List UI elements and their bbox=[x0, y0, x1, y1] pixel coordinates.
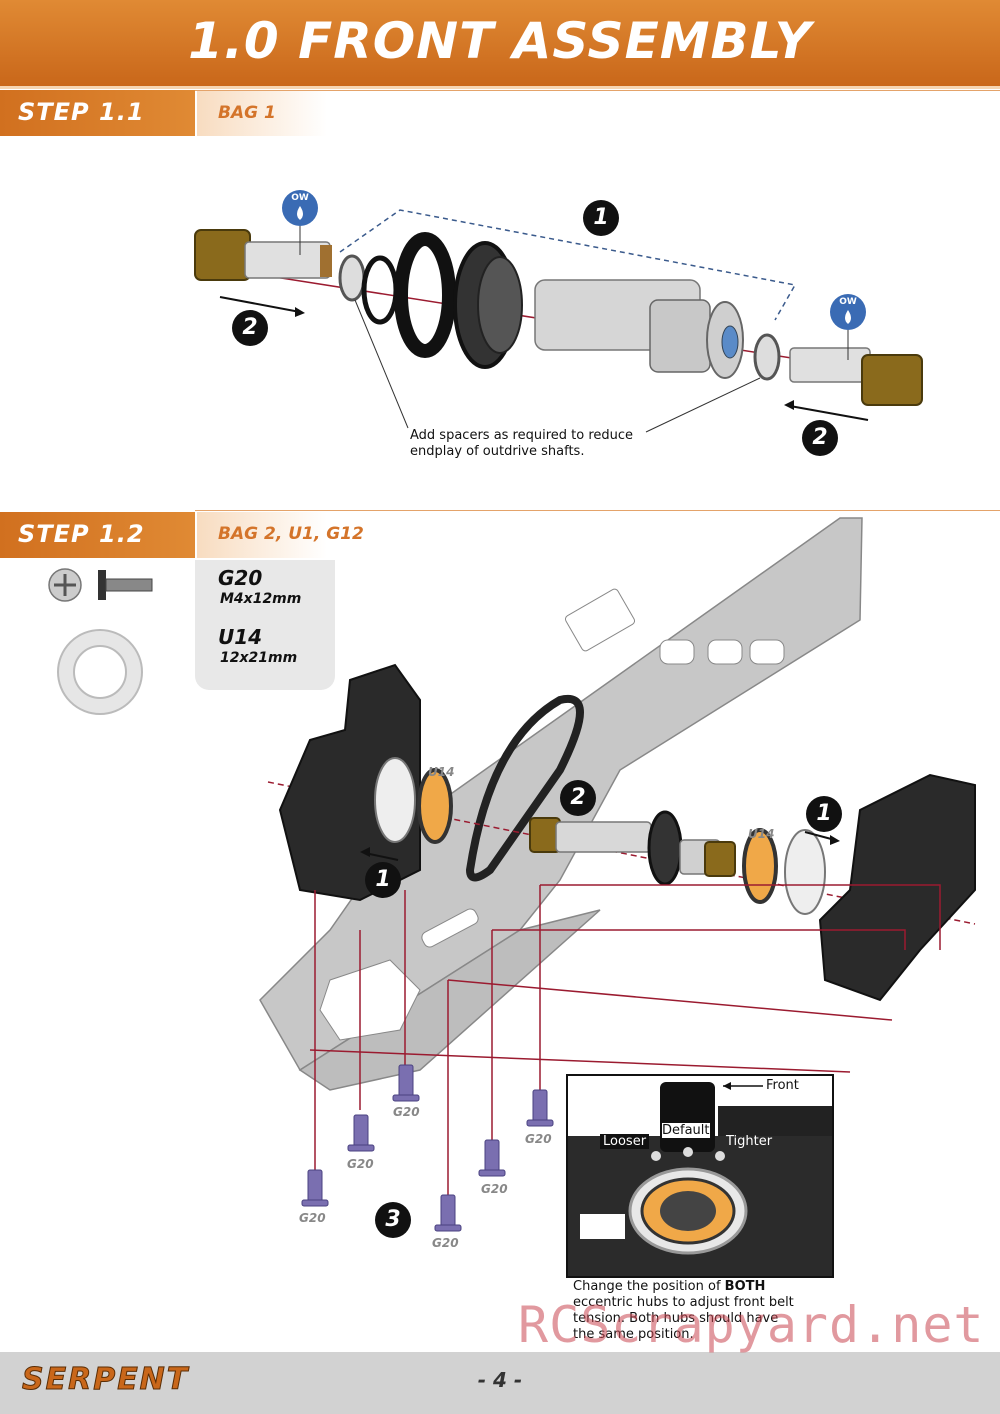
left-shim bbox=[338, 254, 366, 302]
left-outdrive bbox=[194, 229, 332, 281]
parts-icons bbox=[48, 568, 153, 715]
screw-label: G20 bbox=[347, 1157, 374, 1171]
arrow-head-icon bbox=[784, 400, 794, 410]
callout-3: 3 bbox=[375, 1202, 411, 1238]
default-label: Default bbox=[662, 1123, 710, 1138]
page-number: - 4 - bbox=[477, 1368, 523, 1392]
right-outdrive bbox=[789, 347, 923, 406]
oil-label: OW bbox=[839, 297, 857, 307]
step-1-1-diagram bbox=[194, 190, 923, 433]
bag-2-bar bbox=[197, 512, 327, 558]
part-size-u14: 12x21mm bbox=[220, 650, 298, 666]
oil-drop-icon bbox=[282, 190, 318, 255]
step-1-2-label: STEP 1.2 bbox=[18, 520, 145, 548]
tighter-label: Tighter bbox=[726, 1134, 773, 1149]
part-code-g20: G20 bbox=[218, 566, 263, 590]
screw-label: G20 bbox=[481, 1182, 508, 1196]
arrow-icon bbox=[219, 296, 301, 313]
screw-g20 bbox=[301, 1064, 554, 1232]
eccentric-note: Change the position of BOTH eccentric hu… bbox=[573, 1279, 794, 1342]
screw-side-icon bbox=[98, 570, 153, 600]
step-1-1-bar bbox=[0, 90, 195, 136]
bearing-label: U14 bbox=[428, 765, 455, 779]
oil-label: OW bbox=[291, 193, 309, 203]
arrow-icon bbox=[789, 405, 869, 421]
step-1-2-diagram bbox=[259, 517, 976, 1232]
front-label: Front bbox=[766, 1078, 799, 1093]
screw-label: G20 bbox=[432, 1236, 459, 1250]
oil-drop-icon bbox=[830, 294, 866, 360]
leader-line bbox=[354, 299, 409, 429]
screw-label: G20 bbox=[525, 1132, 552, 1146]
part-code-u14: U14 bbox=[218, 625, 263, 649]
o-ring bbox=[361, 255, 399, 325]
eccentric-inset: Front Looser Default Tighter bbox=[566, 1074, 834, 1278]
front-axle bbox=[534, 279, 744, 379]
callout-1: 1 bbox=[583, 200, 619, 236]
parts-spec-box bbox=[195, 560, 335, 690]
looser-label: Looser bbox=[600, 1134, 650, 1149]
brand-logo: SERPENT bbox=[21, 1362, 190, 1398]
part-size-g20: M4x12mm bbox=[220, 591, 302, 607]
bag-2-label: BAG 2, U1, G12 bbox=[218, 524, 364, 544]
callout-2: 2 bbox=[232, 310, 268, 346]
step-1-1-rule bbox=[195, 90, 1000, 91]
bag-1-label: BAG 1 bbox=[218, 103, 276, 123]
leader-line bbox=[645, 377, 761, 433]
title-banner bbox=[0, 0, 1000, 89]
screw-label: G20 bbox=[299, 1211, 326, 1225]
screw-head-icon bbox=[48, 568, 82, 602]
footer-bar bbox=[0, 1352, 1000, 1414]
left-bulkhead bbox=[278, 663, 421, 902]
page-title: 1.0 FRONT ASSEMBLY bbox=[188, 12, 812, 70]
drive-belt bbox=[465, 694, 584, 882]
arrow-head-icon bbox=[295, 307, 305, 317]
arrow-icon bbox=[364, 852, 399, 861]
eccentric-hub bbox=[784, 829, 826, 915]
callout-1: 1 bbox=[365, 862, 401, 898]
callout-2: 2 bbox=[802, 420, 838, 456]
screw-link-lines bbox=[309, 884, 941, 1195]
callout-2: 2 bbox=[560, 780, 596, 816]
bag-1-bar bbox=[197, 90, 327, 136]
step-1-1-label: STEP 1.1 bbox=[18, 98, 145, 126]
assembly-bracket bbox=[339, 209, 797, 321]
bearing-u14 bbox=[417, 768, 453, 844]
seal bbox=[394, 232, 456, 358]
screw-label: G20 bbox=[393, 1105, 420, 1119]
bearing-label: U14 bbox=[748, 827, 775, 841]
pulley bbox=[453, 241, 523, 369]
watermark: RCScrapyard.net bbox=[518, 1296, 985, 1354]
right-shim bbox=[753, 333, 781, 381]
bearing-u14 bbox=[742, 828, 778, 904]
callout-1: 1 bbox=[806, 796, 842, 832]
right-bulkhead bbox=[818, 773, 976, 1002]
spacer-note: Add spacers as required to reduce endpla… bbox=[410, 428, 634, 459]
step-1-2-rule bbox=[195, 510, 1000, 511]
front-axle bbox=[529, 810, 736, 886]
eccentric-hub bbox=[374, 757, 416, 843]
step-1-2-bar bbox=[0, 512, 195, 558]
